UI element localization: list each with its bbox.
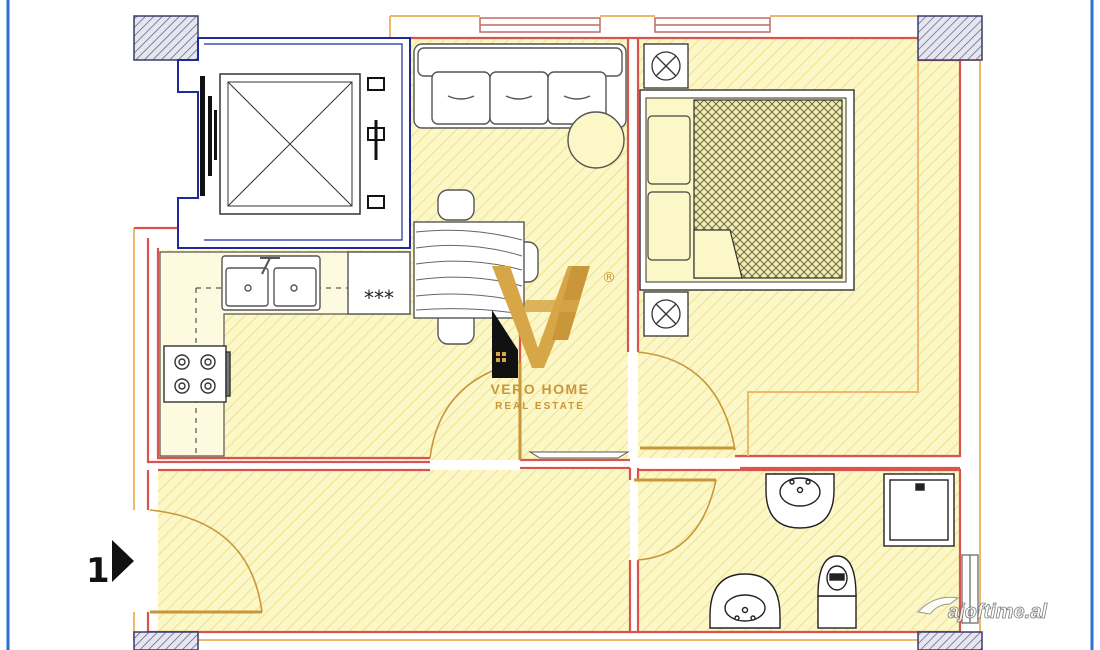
bathroom-sink — [765, 473, 835, 529]
shower-tray — [883, 473, 955, 547]
kitchen-sink — [221, 255, 321, 311]
elevator-shaft — [177, 37, 411, 249]
watermark-text: ajoftime.al — [948, 601, 1047, 623]
doors — [149, 351, 736, 614]
structural-columns — [133, 15, 983, 650]
logo-tagline: REAL ESTATE — [495, 401, 585, 412]
threshold — [528, 451, 630, 459]
cooktop — [163, 345, 231, 403]
window-top-bedroom — [654, 17, 771, 33]
stove-label: *** — [364, 286, 394, 310]
bed — [639, 89, 855, 291]
toilet — [817, 555, 857, 629]
entrance-label: 1 — [86, 551, 110, 591]
registered-mark: ® — [602, 270, 616, 286]
nightstand-bottom — [643, 291, 689, 337]
appliance-box: *** — [347, 251, 411, 315]
sofa — [413, 43, 627, 169]
logo-name: VERO HOME — [490, 381, 589, 397]
window-right — [961, 554, 979, 624]
bathroom-basin — [709, 573, 781, 629]
watermark: ajoftime.al — [916, 596, 1048, 623]
vero-home-logo: ® VERO HOME REAL ESTATE — [490, 266, 616, 412]
closet-wall — [747, 60, 919, 456]
entrance-marker: 1 — [86, 540, 134, 591]
nightstand-top — [643, 43, 689, 89]
window-top-living — [479, 17, 601, 33]
dining-table — [413, 189, 539, 345]
